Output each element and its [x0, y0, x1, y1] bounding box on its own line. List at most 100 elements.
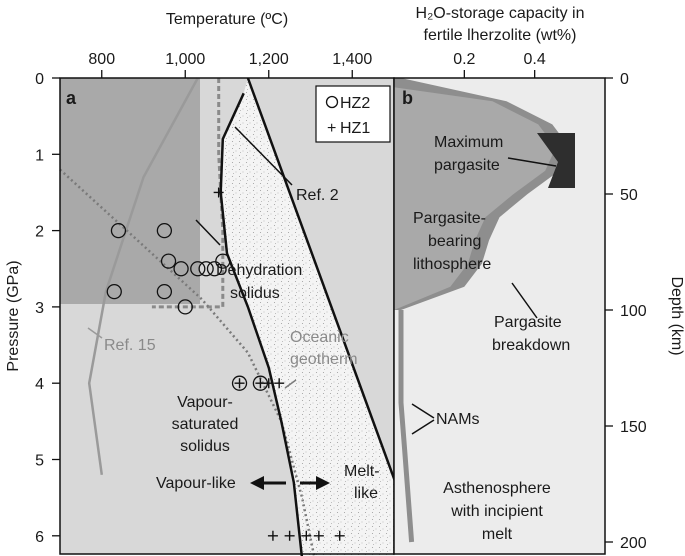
geotherm-leader	[284, 379, 297, 389]
panel-a-ticks: 800 1,000 1,200 1,400 0 1 2 3 4 5 6	[35, 51, 372, 546]
asth-label-2: with incipient	[450, 503, 543, 520]
x-tick-label: 800	[88, 51, 115, 68]
depth-tick-label: 0	[620, 71, 629, 88]
y-tick-label: 4	[35, 376, 44, 393]
pargasite-lithosphere-fill	[394, 78, 556, 310]
hz1-marker	[255, 378, 266, 389]
capacity-axis-label-2: fertile lherzolite (wt%)	[424, 27, 577, 44]
hz2-marker	[215, 253, 231, 269]
x-tick-label: 1,000	[165, 51, 205, 68]
panel-a: HZ2 + HZ1 a Ref. 2 Dehydration solidus O…	[5, 11, 400, 556]
hz1-marker	[334, 530, 345, 541]
legend-hz2-marker	[325, 95, 339, 109]
hz1-markers	[213, 187, 345, 541]
oceanic-label-2: geotherm	[290, 351, 358, 368]
pressure-axis-label: Pressure (GPa)	[5, 260, 22, 371]
melt-like-label-2: like	[354, 485, 378, 502]
y-tick-label: 3	[35, 300, 44, 317]
hz1-marker	[263, 378, 274, 389]
maxparg-leader	[507, 157, 557, 167]
legend-hz1-label: HZ1	[340, 120, 370, 137]
capacity-tick-label: 0.2	[453, 51, 475, 68]
melt-like-label-1: Melt-	[344, 463, 380, 480]
hz2-marker	[110, 222, 127, 239]
breakdown-label-2: breakdown	[492, 337, 570, 354]
panel-b-ticks: 0.2 0.4 0 50 100 150 200	[453, 51, 647, 552]
dehydration-solidus-curve	[151, 78, 225, 309]
oceanic-label-1: Oceanic	[290, 329, 349, 346]
depth-tick-label: 200	[620, 535, 647, 552]
nams-capacity-line	[398, 310, 415, 543]
maxparg-label-2: pargasite	[434, 157, 500, 174]
dehydration-label-2: solidus	[230, 285, 280, 302]
temperature-axis-label: Temperature (ºC)	[166, 11, 288, 28]
panel-b-letter: b	[402, 88, 413, 108]
asth-label-1: Asthenosphere	[443, 480, 551, 497]
legend-hz2-label: HZ2	[340, 95, 370, 112]
hz2-marker	[156, 283, 173, 300]
panel-a-letter: a	[66, 88, 77, 108]
hz1-marker	[313, 530, 324, 541]
depth-tick-label: 50	[620, 187, 638, 204]
y-tick-label: 1	[35, 147, 44, 164]
maximum-pargasite-region	[537, 133, 575, 188]
y-tick-label: 6	[35, 529, 44, 546]
ref15-label: Ref. 15	[104, 337, 156, 354]
vapour-label-1: Vapour-	[177, 394, 233, 411]
hz2-markers	[106, 222, 269, 391]
asth-label-3: melt	[482, 526, 513, 543]
hz1-marker	[213, 187, 224, 198]
nams-leader-1	[411, 403, 435, 419]
ref2-curve	[246, 77, 400, 491]
hz2-marker	[231, 375, 248, 391]
hz1-marker	[234, 378, 245, 389]
hz2-marker	[156, 222, 173, 239]
depth-tick-label: 150	[620, 419, 647, 436]
ref15-curve	[87, 77, 199, 475]
maxparg-label-1: Maximum	[434, 134, 503, 151]
dehydration-leader	[195, 219, 221, 246]
nams-label: NAMs	[436, 411, 480, 428]
capacity-axis-label-1: H₂O-storage capacity in	[416, 5, 585, 22]
hz1-marker	[274, 378, 285, 389]
hz1-marker	[284, 530, 295, 541]
x-tick-label: 1,400	[332, 51, 372, 68]
vapour-saturated-solidus-curve	[219, 92, 304, 556]
oceanic-geotherm-curve	[59, 168, 316, 556]
y-tick-label: 2	[35, 224, 44, 241]
legend-hz1-marker: +	[327, 120, 336, 137]
hz2-marker	[177, 299, 193, 315]
capacity-tick-label: 0.4	[524, 51, 546, 68]
hz2-marker	[190, 261, 206, 277]
vapour-like-label: Vapour-like	[156, 475, 236, 492]
ref15-leader	[87, 327, 103, 339]
depth-axis-label: Depth (km)	[668, 276, 685, 355]
pbl-label-2: bearing	[428, 233, 481, 250]
regime-arrows	[250, 476, 330, 490]
pbl-label-1: Pargasite-	[413, 210, 486, 227]
hz2-marker	[206, 261, 223, 277]
hz2-marker	[198, 261, 214, 277]
stippled-melt-region	[220, 78, 399, 556]
hz2-marker	[106, 283, 122, 300]
depth-tick-label: 100	[620, 303, 647, 320]
ref2-label: Ref. 2	[296, 187, 339, 204]
vapour-label-3: solidus	[180, 438, 230, 455]
ref2-leader	[234, 126, 293, 186]
y-tick-label: 0	[35, 71, 44, 88]
pbl-label-3: lithosphere	[413, 256, 491, 273]
panel-b-frame	[393, 77, 606, 555]
breakdown-label-1: Pargasite	[494, 314, 562, 331]
breakdown-leader	[511, 282, 538, 319]
nams-leader-2	[411, 419, 435, 435]
x-tick-label: 1,200	[249, 51, 289, 68]
y-tick-label: 5	[35, 453, 44, 470]
dehydration-label-1: Dehydration	[216, 262, 302, 279]
panel-b: b Maximum pargasite Pargasite- bearing l…	[393, 5, 685, 555]
hz2-marker	[160, 253, 177, 269]
hz2-marker	[173, 261, 189, 277]
legend: HZ2 + HZ1	[315, 85, 391, 143]
vapour-label-2: saturated	[172, 416, 239, 433]
hz1-marker	[267, 530, 278, 541]
